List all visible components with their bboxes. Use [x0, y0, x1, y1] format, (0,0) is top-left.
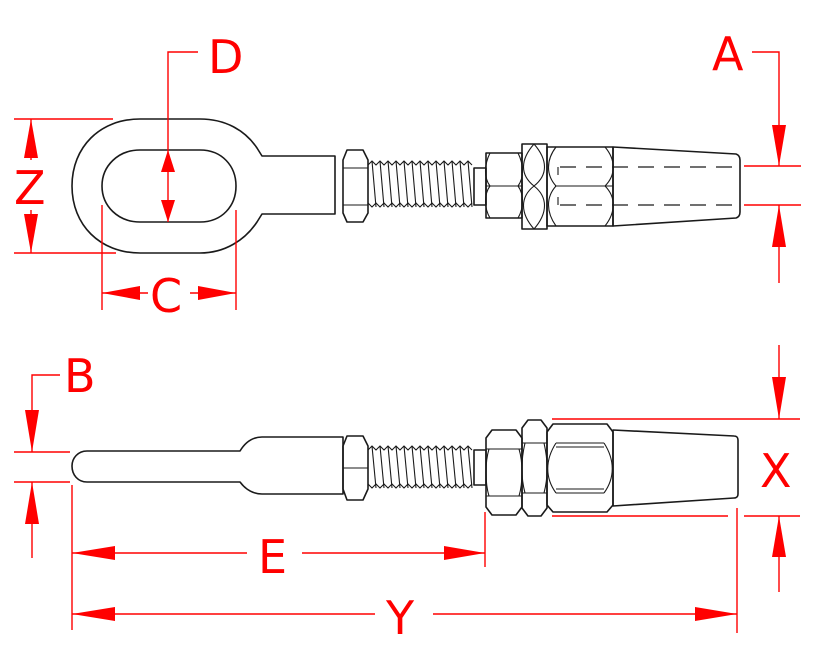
body-nut-side — [485, 429, 523, 516]
dimension-label-a: A — [712, 27, 744, 81]
threaded-stud-side — [367, 445, 487, 489]
jam-nut-tall-side — [521, 419, 548, 517]
dimension-label-b: B — [64, 349, 96, 403]
jam-nut-small-side — [342, 435, 369, 501]
dimension-d: D — [161, 30, 243, 222]
dimension-label-z: Z — [14, 161, 46, 215]
tongue-terminal — [71, 436, 344, 495]
dimension-label-y: Y — [385, 591, 415, 645]
dimension-e: E — [71, 485, 486, 630]
dimension-label-e: E — [258, 530, 287, 584]
dimension-b: B — [14, 349, 96, 558]
dimension-c: C — [101, 205, 237, 323]
dimension-label-x: X — [760, 444, 792, 498]
swage-hex — [546, 146, 614, 227]
swage-hex-side — [546, 423, 614, 513]
side-view — [71, 419, 739, 517]
dimension-z: Z — [14, 118, 116, 254]
jam-nut-tall — [521, 143, 548, 230]
dimension-x: X — [552, 345, 800, 592]
swage-sleeve — [560, 146, 741, 227]
swage-sleeve-side — [612, 429, 739, 507]
eye-terminal — [71, 118, 336, 254]
dimension-label-c: C — [150, 269, 182, 323]
dimension-label-d: D — [208, 30, 243, 84]
body-nut — [484, 152, 524, 219]
jam-nut-small — [342, 149, 369, 223]
dimension-y: Y — [72, 508, 738, 645]
top-view — [71, 118, 741, 254]
dimension-a: A — [712, 27, 801, 283]
threaded-stud — [367, 160, 487, 208]
